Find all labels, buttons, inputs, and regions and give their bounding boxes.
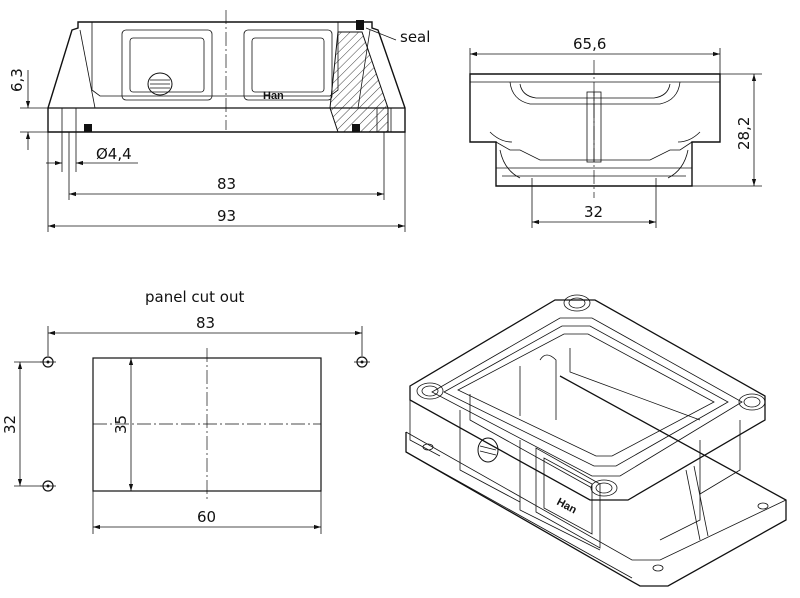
mounting-hole-icon [40,356,56,368]
iso-han-logo-icon [477,437,499,463]
han-logo-icon [147,72,173,96]
dim-front-bottom: 32 [584,203,603,221]
corner-hole-icon [416,382,444,400]
corner-hole-icon [738,393,766,411]
mounting-hole-icon [354,356,370,368]
dim-overall-length: 93 [217,207,236,225]
corner-hole-icon [590,479,618,497]
dim-cutout-width: 60 [197,508,216,526]
panel-cutout-view: panel cut out 83 32 [1,288,370,534]
isometric-view: Han [405,294,787,587]
dim-front-width: 65,6 [573,35,606,53]
seal-bottom-mark [352,124,360,132]
cutout-title: panel cut out [145,288,244,306]
mounting-hole-icon [40,480,56,492]
dim-cutout-height: 35 [112,415,130,434]
dim-height: 6,3 [8,68,26,92]
dim-cutout-hole-pitch-x: 83 [196,314,215,332]
dim-hole-pitch: 83 [217,175,236,193]
dim-hole-diameter: Ø4,4 [96,145,132,163]
iso-han-logo-text: Han [555,496,579,516]
corner-hole-icon [563,294,591,312]
seal-label: seal [400,28,430,46]
dim-front-height: 28,2 [735,117,753,150]
han-logo-text: Han [263,90,284,102]
front-view: 65,6 28,2 32 [469,35,762,228]
dim-cutout-hole-pitch-y: 32 [1,415,19,434]
seal-top-mark [356,20,364,30]
side-section-view: seal Han 6,3 Ø4,4 83 93 [8,10,430,232]
